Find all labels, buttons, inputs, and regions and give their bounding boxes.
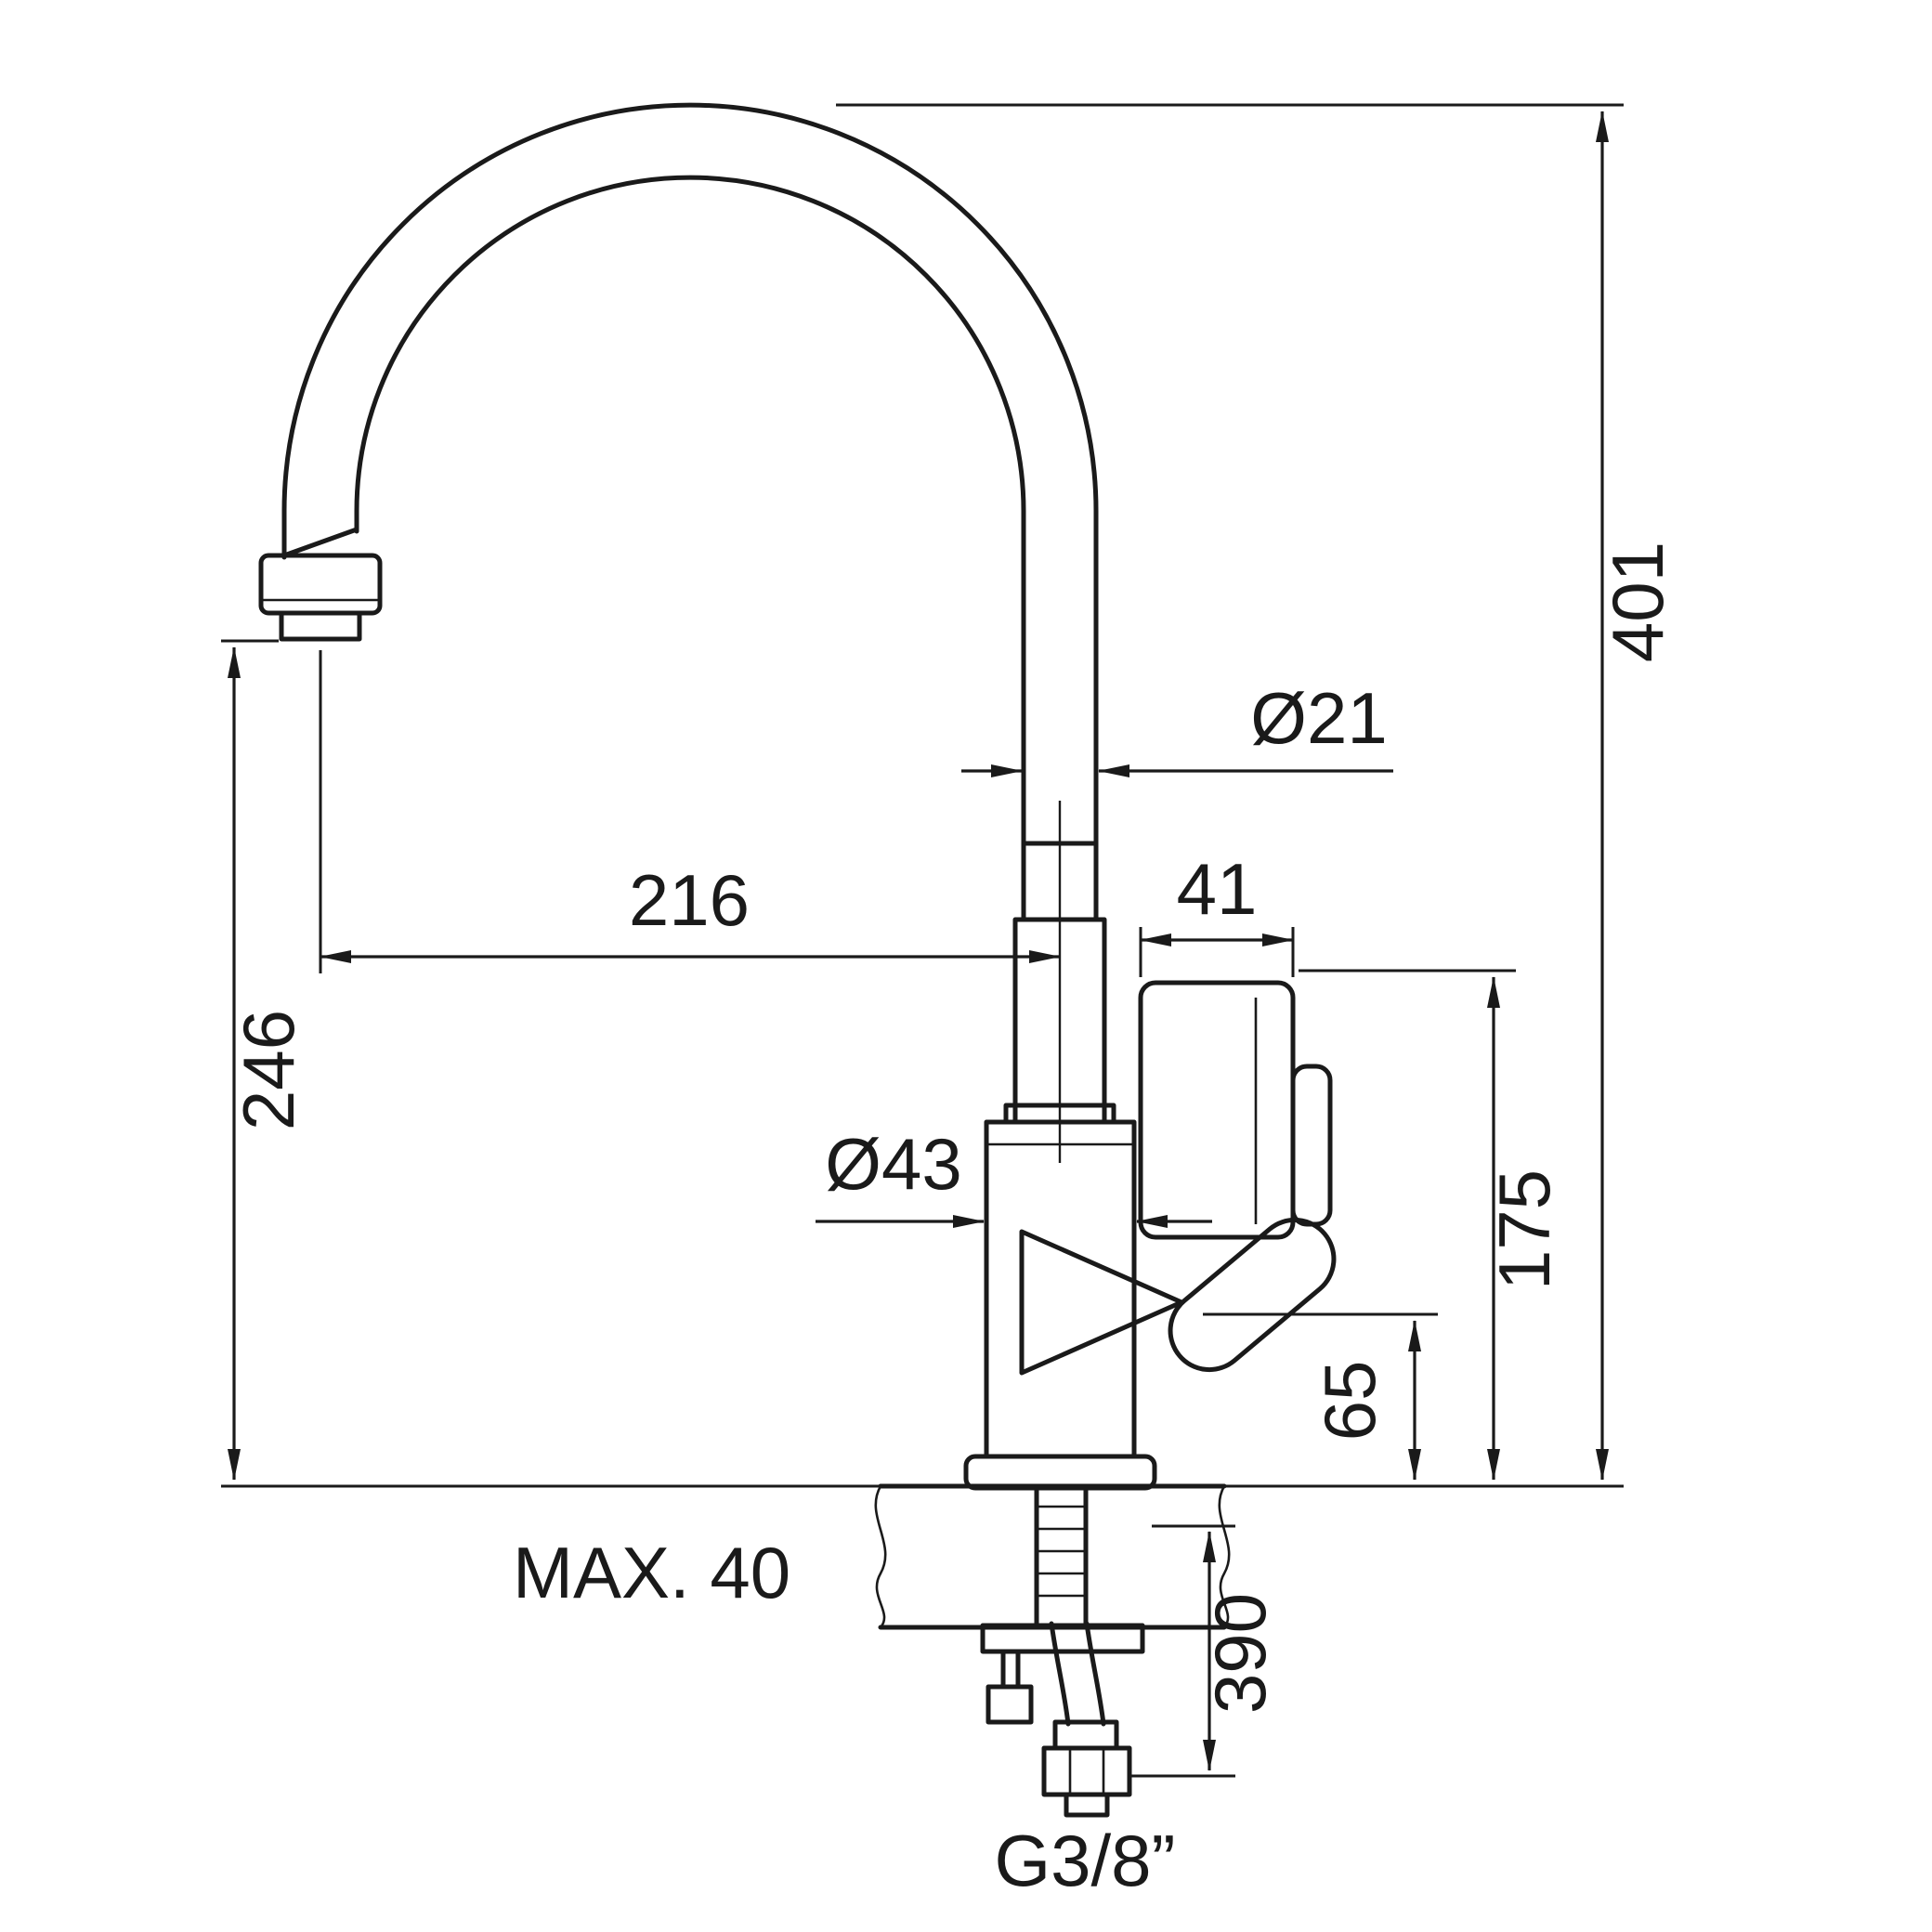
dim-total-height-label: 401 bbox=[1597, 542, 1678, 662]
dim-deck-to-body-top-label: 175 bbox=[1483, 1169, 1565, 1290]
spray-head-aerator-tip bbox=[279, 610, 362, 642]
hose-connector-hex-facets bbox=[1068, 1748, 1105, 1795]
dim-spout-reach: 216 bbox=[319, 650, 1061, 973]
handle bbox=[1019, 980, 1337, 1376]
mounting-nut bbox=[986, 1684, 1034, 1725]
shank-thread-ticks bbox=[1037, 1505, 1086, 1598]
spray-head-joint-line bbox=[281, 527, 359, 558]
dim-body-diameter-label: Ø43 bbox=[825, 1123, 961, 1205]
dim-hose-length-label: 390 bbox=[1199, 1593, 1281, 1714]
dim-handle-width: 41 bbox=[1139, 848, 1295, 977]
hose-connector-hex-nut bbox=[1041, 1745, 1132, 1797]
mounting-stud bbox=[1000, 1649, 1021, 1690]
handle-grip bbox=[1138, 980, 1296, 1240]
dim-handle-clearance-label: 65 bbox=[1309, 1361, 1390, 1442]
label-max-deck-thickness: MAX. 40 bbox=[513, 1532, 790, 1613]
handle-cone-wedge bbox=[1019, 1229, 1184, 1376]
dim-outlet-height-label: 246 bbox=[228, 1010, 309, 1130]
handle-side-cap bbox=[1290, 1064, 1333, 1227]
hose-connector-body bbox=[1052, 1719, 1119, 1751]
spout-gooseneck bbox=[281, 102, 1099, 922]
hose-connector-tip bbox=[1064, 1792, 1110, 1818]
dim-hose-length-extensions bbox=[1129, 1524, 1235, 1778]
mounting-bracket bbox=[980, 1623, 1145, 1654]
handle-lever bbox=[1168, 1217, 1337, 1373]
dim-hose-length: 390 bbox=[1129, 1524, 1281, 1778]
flexible-hoses bbox=[1049, 1621, 1106, 1727]
threaded-shank bbox=[1034, 1485, 1089, 1626]
dim-handle-clearance: 65 bbox=[1203, 1312, 1438, 1481]
counter-and-installation bbox=[874, 1483, 1231, 1818]
mixer-body bbox=[984, 1119, 1137, 1459]
dim-spout-reach-label: 216 bbox=[629, 859, 750, 941]
dim-handle-width-label: 41 bbox=[1177, 848, 1258, 930]
counter-slab-break-edges bbox=[874, 1485, 1231, 1628]
base-flange bbox=[963, 1454, 1157, 1491]
spray-head-body bbox=[258, 553, 383, 616]
faucet-outline bbox=[258, 102, 1337, 1491]
dimension-annotations: 401 246 216 Ø21 Ø43 bbox=[221, 103, 1678, 1901]
dim-deck-to-body-top: 175 bbox=[1299, 969, 1565, 1481]
dim-total-height: 401 bbox=[836, 103, 1678, 1481]
dim-spout-diameter: Ø21 bbox=[961, 677, 1393, 777]
dim-handle-width-extensions bbox=[1139, 927, 1295, 977]
dim-outlet-height: 246 bbox=[221, 639, 309, 1481]
dim-spout-diameter-label: Ø21 bbox=[1250, 677, 1387, 759]
label-connection-thread: G3/8” bbox=[994, 1820, 1175, 1901]
dim-body-diameter: Ø43 bbox=[816, 1123, 1212, 1228]
